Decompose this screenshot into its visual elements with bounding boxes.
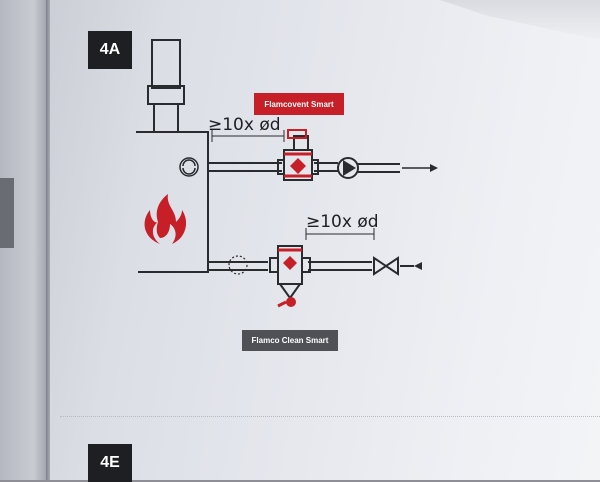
- chimney-base: [153, 103, 179, 133]
- flamcovent-device-icon: [277, 129, 319, 181]
- distance-label-bottom: ≥10x ød: [306, 212, 379, 232]
- outflow-arrow-icon: [430, 164, 438, 172]
- binder-tab: [0, 178, 14, 248]
- flamcovent-label: Flamcovent Smart: [254, 93, 344, 115]
- circulation-pump-icon: [179, 157, 199, 177]
- flamco-clean-label: Flamco Clean Smart: [242, 330, 338, 351]
- distance-label-top: ≥10x ød: [208, 115, 281, 135]
- chimney-pipe: [151, 39, 181, 89]
- flame-icon: [144, 194, 187, 244]
- section-label-4e: 4E: [88, 444, 132, 482]
- optional-pump-icon: [228, 255, 248, 275]
- section-label-4a: 4A: [88, 31, 132, 69]
- flamco-clean-device-icon: [269, 245, 311, 308]
- boiler-outline: [136, 131, 209, 273]
- perforation-line: [60, 416, 600, 417]
- page-fold: [46, 0, 50, 480]
- inflow-arrow-icon: [414, 262, 422, 270]
- pump-icon: [337, 157, 359, 179]
- valve-icon: [373, 256, 399, 276]
